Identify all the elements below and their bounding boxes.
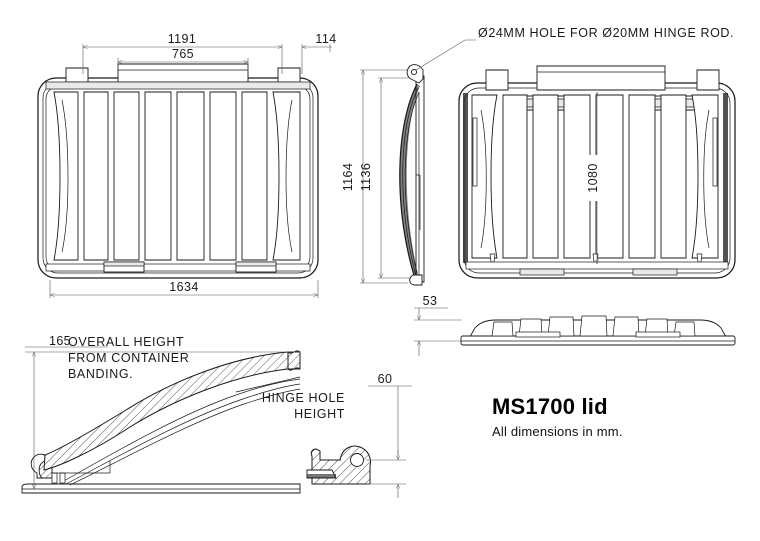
hinge-hole-note-line1: HINGE HOLE bbox=[262, 391, 345, 405]
hinge-band-strip bbox=[45, 81, 311, 90]
dimension-1080: 1080 bbox=[586, 92, 606, 264]
u-rib-1 bbox=[502, 94, 528, 259]
underside-tab-right bbox=[696, 69, 720, 91]
underside-tab-left bbox=[485, 69, 509, 91]
u-rib-3 bbox=[563, 94, 591, 259]
rib-2 bbox=[113, 91, 140, 261]
title-block: MS1700 lid All dimensions in mm. bbox=[492, 394, 623, 439]
rib-end-left bbox=[53, 91, 79, 261]
hinge-hole-note-line2: HEIGHT bbox=[294, 407, 345, 421]
u-rib-end-right bbox=[691, 94, 719, 259]
drawing-title: MS1700 lid bbox=[492, 394, 608, 419]
edge-shade-right bbox=[723, 93, 728, 263]
rib-4 bbox=[176, 91, 205, 261]
dimension-53-label: 53 bbox=[423, 294, 438, 308]
u-rib-right-curve bbox=[703, 109, 710, 249]
foot-left bbox=[489, 253, 496, 263]
u-rib-left-curve bbox=[480, 109, 487, 249]
dimension-1080-label: 1080 bbox=[586, 163, 600, 192]
dimension-165-label: 165 bbox=[49, 334, 71, 348]
u-slot-right bbox=[712, 117, 718, 187]
break-line-bottom bbox=[287, 367, 301, 371]
dimension-165: 165 OVERALL HEIGHT FROM CONTAINER BANDIN… bbox=[25, 334, 300, 490]
section-foot-2 bbox=[59, 472, 66, 484]
edge-profile-ribs bbox=[491, 315, 696, 337]
leader-line bbox=[415, 39, 476, 71]
dimension-1634-label: 1634 bbox=[169, 280, 198, 294]
bottom-foot bbox=[409, 274, 423, 286]
hinge-detail-hole bbox=[350, 453, 364, 467]
edge-shade-left bbox=[463, 93, 468, 263]
dimension-114: 114 bbox=[301, 32, 336, 74]
rib-3 bbox=[144, 91, 172, 261]
dimension-1191: 1191 bbox=[82, 32, 283, 74]
underside-tab-center bbox=[536, 65, 666, 91]
dim-text-mask bbox=[588, 155, 606, 201]
dimension-114-label: 114 bbox=[315, 32, 336, 46]
edge-profile-base bbox=[460, 335, 736, 346]
u-slot-left bbox=[472, 117, 478, 187]
dimension-60-label: 60 bbox=[378, 372, 393, 386]
dimension-1191-label: 1191 bbox=[168, 32, 196, 46]
hinge-detail-lip-shade bbox=[307, 474, 336, 478]
ep-rib-3 bbox=[547, 316, 575, 337]
overall-height-note-line1: OVERALL HEIGHT bbox=[68, 335, 184, 349]
underside-lug-right bbox=[632, 268, 678, 276]
dimension-1164-label: 1164 bbox=[341, 163, 355, 191]
section-base-plate bbox=[21, 483, 301, 494]
hinge-rod-note: Ø24MM HOLE FOR Ø20MM HINGE ROD. bbox=[478, 26, 734, 40]
u-rib-5 bbox=[628, 94, 656, 259]
bottom-band-strip bbox=[45, 263, 311, 272]
edge-profile-view bbox=[460, 315, 736, 346]
dimension-53: 53 bbox=[414, 294, 462, 356]
ep-rib-1 bbox=[491, 321, 514, 337]
section-inner-curve-3 bbox=[69, 388, 301, 486]
overall-height-note-line3: BANDING. bbox=[68, 367, 133, 381]
dimension-765-label: 765 bbox=[172, 47, 194, 61]
dimension-60: 60 HINGE HOLE HEIGHT bbox=[262, 372, 412, 498]
ep-latch-right bbox=[635, 331, 681, 338]
ep-latch-left bbox=[515, 331, 561, 338]
rib-end-left-curve bbox=[61, 99, 69, 253]
u-rib-2 bbox=[532, 94, 559, 259]
ep-rib-4 bbox=[579, 315, 608, 337]
rib-group bbox=[53, 91, 301, 261]
rib-5 bbox=[209, 91, 237, 261]
dome-shade bbox=[399, 84, 420, 279]
section-inner-curve-1 bbox=[61, 378, 301, 483]
underside-lug-left bbox=[519, 268, 565, 276]
u-rib-end-left bbox=[471, 94, 498, 259]
rib-end-right bbox=[272, 91, 301, 261]
overall-height-note-line2: FROM CONTAINER bbox=[68, 351, 189, 365]
dimension-765: 765 bbox=[117, 47, 249, 70]
underside-plan-view bbox=[458, 65, 736, 279]
drawing-subtitle: All dimensions in mm. bbox=[492, 424, 623, 439]
hinge-rod-callout: Ø24MM HOLE FOR Ø20MM HINGE ROD. bbox=[415, 26, 734, 71]
section-ledge-line bbox=[235, 376, 301, 393]
hinge-detail-section bbox=[306, 445, 371, 485]
side-elevation-view bbox=[399, 64, 425, 286]
dimension-1136: 1136 bbox=[359, 77, 410, 279]
u-rib-6 bbox=[660, 94, 687, 259]
latch-right-shade bbox=[235, 261, 277, 267]
hinge-hole bbox=[410, 68, 418, 76]
dimension-1164: 1164 bbox=[341, 69, 408, 284]
section-foot-1 bbox=[51, 472, 58, 484]
dimension-1136-label: 1136 bbox=[359, 163, 373, 191]
section-inner-curve-2 bbox=[65, 383, 301, 485]
rib-6 bbox=[241, 91, 268, 261]
ep-rib-5 bbox=[612, 316, 640, 337]
underside-rib-group bbox=[471, 94, 719, 259]
foot-right bbox=[696, 253, 703, 263]
longitudinal-section-view bbox=[21, 350, 301, 494]
latch-left-shade bbox=[103, 261, 145, 267]
rib-end-right-curve bbox=[285, 99, 293, 253]
dimension-1634: 1634 bbox=[49, 280, 319, 298]
rib-1 bbox=[83, 91, 109, 261]
top-plan-view bbox=[37, 63, 319, 279]
section-lid-break bbox=[287, 351, 301, 370]
